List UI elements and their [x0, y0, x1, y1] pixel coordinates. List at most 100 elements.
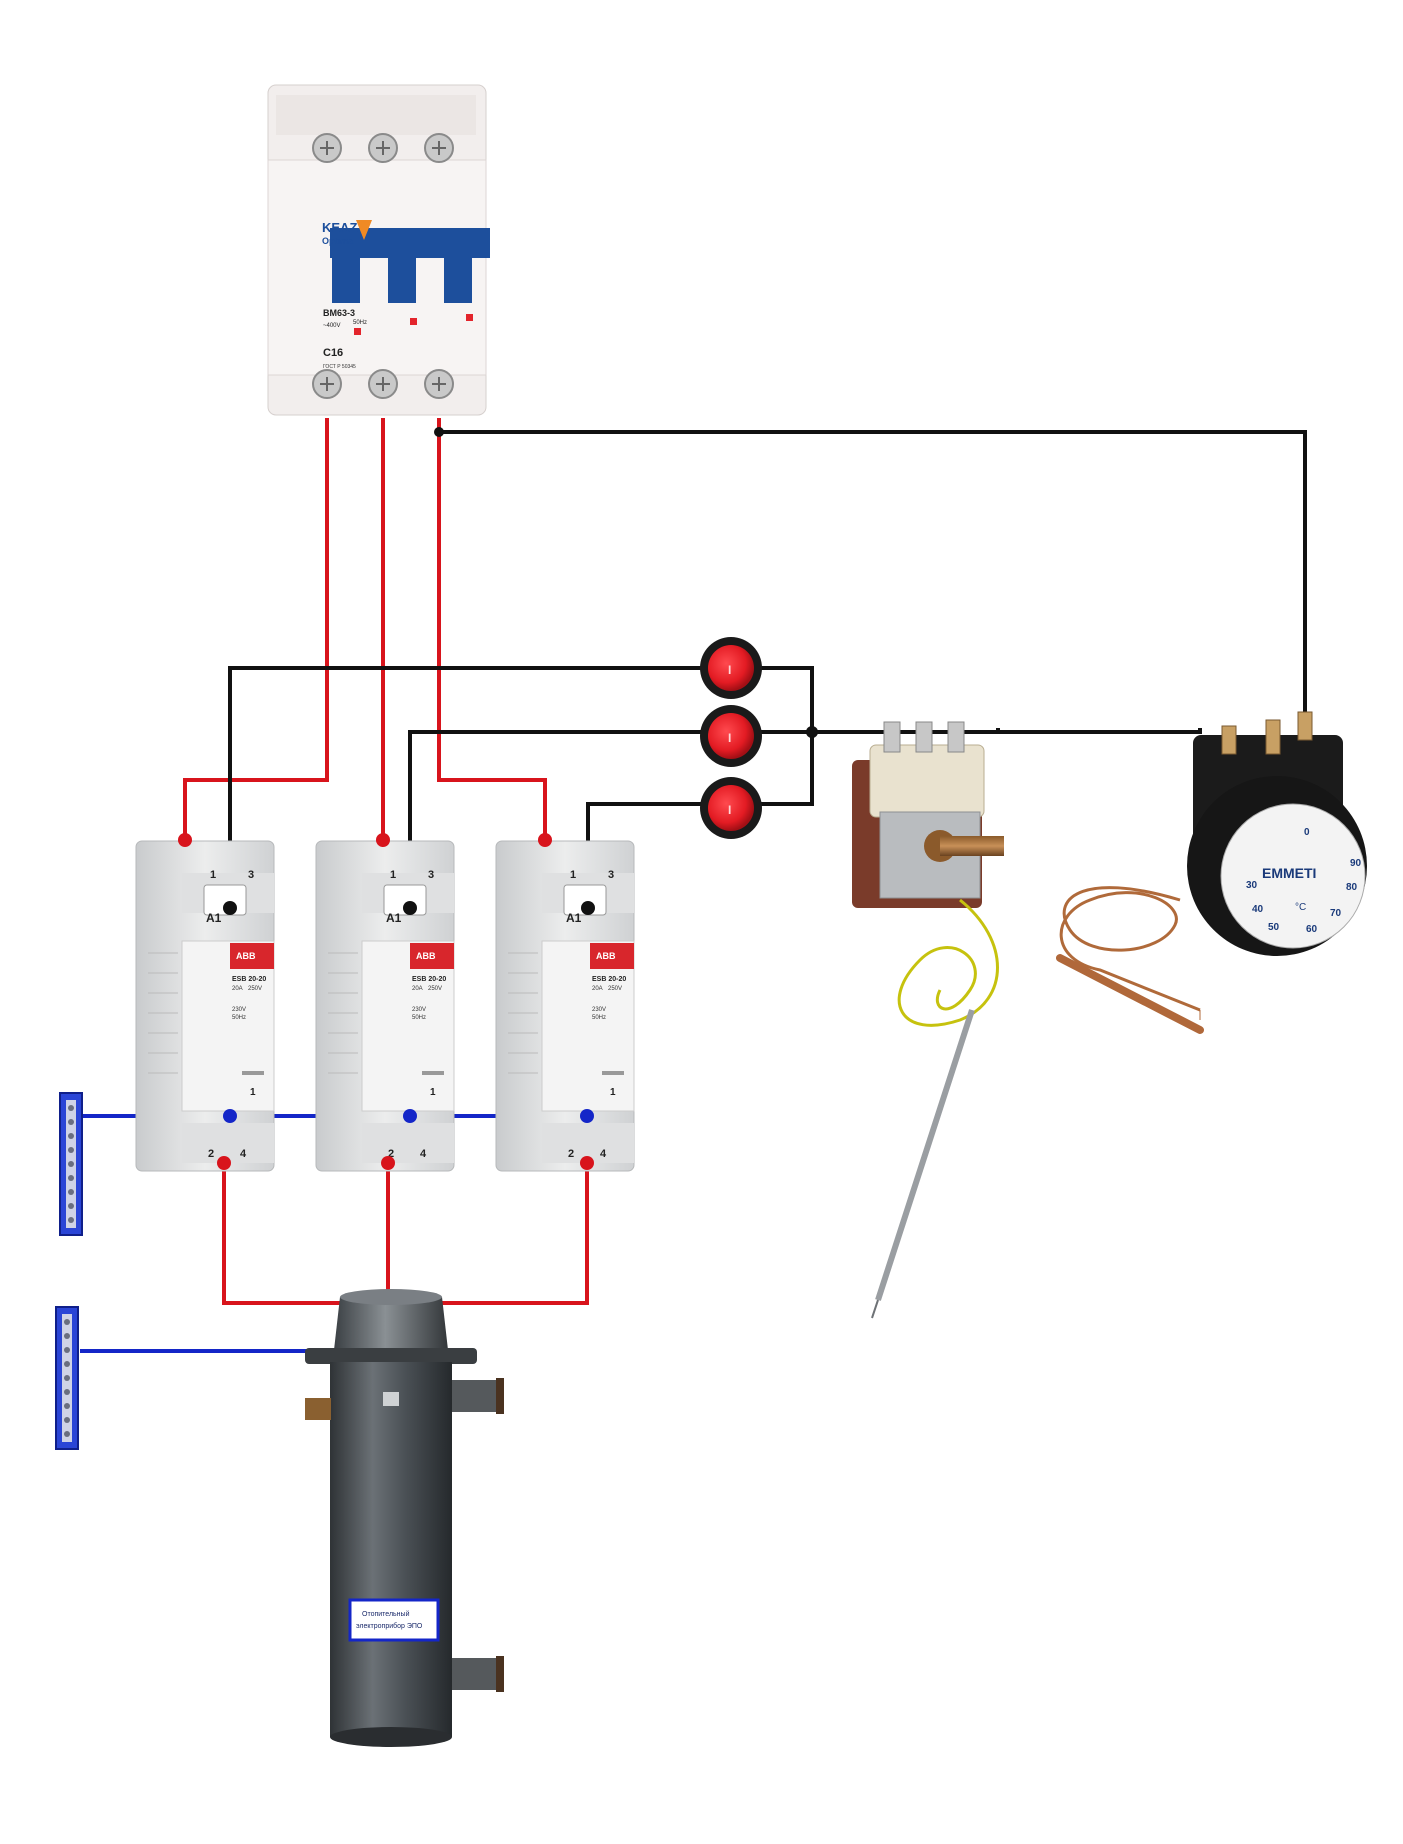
breaker-top-screws	[312, 133, 454, 163]
contactor-voltage: 250V	[608, 986, 622, 992]
coil-terminal-label: A1	[386, 911, 402, 925]
control-wire-c1	[228, 666, 702, 905]
terminal-dots	[178, 833, 595, 1170]
neutral-terminal-dot	[223, 1109, 237, 1123]
inlet-pipe	[452, 1380, 500, 1412]
scale-mark: 0	[1304, 827, 1310, 838]
breaker-lever-bar	[330, 228, 490, 258]
capillary-coil	[1059, 886, 1201, 1012]
coil-terminal-dot	[581, 901, 595, 915]
rocker-switch-2: I	[700, 705, 762, 767]
coil-terminal-label: A1	[566, 911, 582, 925]
abb-stripe	[590, 943, 634, 969]
emmeti-thermostat: EMMETI °C 0 30 40 50 60 70 80 90	[1056, 711, 1367, 1034]
phase-wire-l3	[437, 418, 547, 840]
rocker-switch-1: I	[700, 637, 762, 699]
breaker-indicator	[466, 314, 473, 321]
control-wires	[228, 430, 1307, 905]
boiler-label-line1: Отопительный	[362, 1610, 410, 1618]
thermostat-brand: EMMETI	[1262, 865, 1316, 881]
contactor-current: 20A	[232, 986, 243, 992]
thermostat-scale: 0 30 40 50 60 70 80 90	[1246, 827, 1362, 935]
load-terminal-dot	[217, 1156, 231, 1170]
breaker-series: Optima	[322, 236, 354, 246]
capillary-tube-yellow	[897, 898, 999, 1027]
scale-mark: 40	[1252, 904, 1264, 915]
terminal-2-label: 2	[388, 1148, 394, 1160]
switch-on-mark: I	[728, 803, 731, 817]
heater-wire-1	[222, 1163, 390, 1305]
front-terminal-label: 1	[430, 1087, 436, 1098]
thermostat-unit: °C	[1295, 902, 1306, 913]
contactor-coil: 230V	[412, 1007, 426, 1013]
keaz-logo-icon	[356, 220, 372, 240]
terminal-3-label: 3	[608, 869, 614, 881]
terminal-3-label: 3	[248, 869, 254, 881]
outlet-pipe	[452, 1658, 500, 1690]
load-terminal-dot	[580, 1156, 594, 1170]
phase-terminal-dot	[178, 833, 192, 847]
contactor-coil-freq: 50Hz	[592, 1015, 606, 1021]
contactor-voltage: 250V	[248, 986, 262, 992]
abb-stripe	[230, 943, 274, 969]
junction-dot	[434, 427, 444, 437]
contactor-brand: ABB	[416, 951, 436, 961]
abb-stripe	[410, 943, 454, 969]
neutral-terminal-dot	[580, 1109, 594, 1123]
contactor-coil: 230V	[592, 1007, 606, 1013]
shaft	[940, 836, 1004, 856]
contactor-2: 1 3 A1 ABB ESB 20-20 20A 250V 230V 50Hz …	[315, 840, 455, 1172]
scale-mark: 60	[1306, 924, 1318, 935]
switch-common	[752, 728, 1202, 734]
contactor-voltage: 250V	[428, 986, 442, 992]
neutral-terminal-dot	[403, 1109, 417, 1123]
neutral-bus-bar-2	[55, 1306, 79, 1450]
terminal-4-label: 4	[240, 1148, 247, 1160]
contactor-3: 1 3 A1 ABB ESB 20-20 20A 250V 230V 50Hz …	[495, 840, 635, 1172]
contactor-coil: 230V	[232, 1007, 246, 1013]
breaker-brand: KEAZ	[322, 220, 357, 235]
contactor-current: 20A	[412, 986, 423, 992]
phase-terminal-dot	[376, 833, 390, 847]
boiler-label	[348, 1598, 440, 1642]
breaker-rating: C16	[323, 347, 343, 359]
rocker-switch-3: I	[700, 777, 762, 839]
coil-terminal-dot	[223, 901, 237, 915]
breaker-frequency: 50Hz	[353, 320, 367, 326]
sensor-bulb	[1056, 954, 1204, 1034]
load-terminal-dot	[381, 1156, 395, 1170]
contactor-model: ESB 20-20	[412, 976, 446, 983]
scale-mark: 30	[1246, 880, 1258, 891]
contactor-brand: ABB	[596, 951, 616, 961]
breaker-levers	[332, 258, 472, 303]
breaker-model: BM63-3	[323, 308, 355, 318]
scale-mark: 70	[1330, 908, 1342, 919]
circuit-breaker: KEAZ Optima BM63-3 ~400V 50Hz C16 ГОСТ Р…	[267, 84, 490, 416]
scale-mark: 50	[1268, 922, 1280, 933]
phase-wires	[183, 418, 589, 1305]
scale-mark: 80	[1346, 882, 1358, 893]
junction-dot	[806, 726, 818, 738]
boiler-cap	[334, 1297, 448, 1350]
coil-terminal-label: A1	[206, 911, 222, 925]
coil-terminal-dot	[403, 901, 417, 915]
breaker-indicator	[354, 328, 361, 335]
front-terminal-label: 1	[610, 1087, 616, 1098]
switch-on-mark: I	[728, 731, 731, 745]
boiler-label-line2: электроприбор ЭПО	[356, 1622, 423, 1630]
phase-terminal-dot	[538, 833, 552, 847]
breaker-indicator	[410, 318, 417, 325]
electric-boiler: Отопительный электроприбор ЭПО	[305, 1289, 504, 1747]
boiler-body	[330, 1362, 452, 1737]
neutral-bus-bar-1	[59, 1092, 83, 1236]
contactor-coil-freq: 50Hz	[412, 1015, 426, 1021]
capillary-thermostat	[852, 721, 1004, 1319]
terminal-4-label: 4	[600, 1148, 607, 1160]
switch-on-mark: I	[728, 663, 731, 677]
terminal-3-label: 3	[428, 869, 434, 881]
front-terminal-label: 1	[250, 1087, 256, 1098]
breaker-standard: ГОСТ Р 50345	[323, 364, 356, 370]
contactor-model: ESB 20-20	[592, 976, 626, 983]
terminal-4-label: 4	[420, 1148, 427, 1160]
